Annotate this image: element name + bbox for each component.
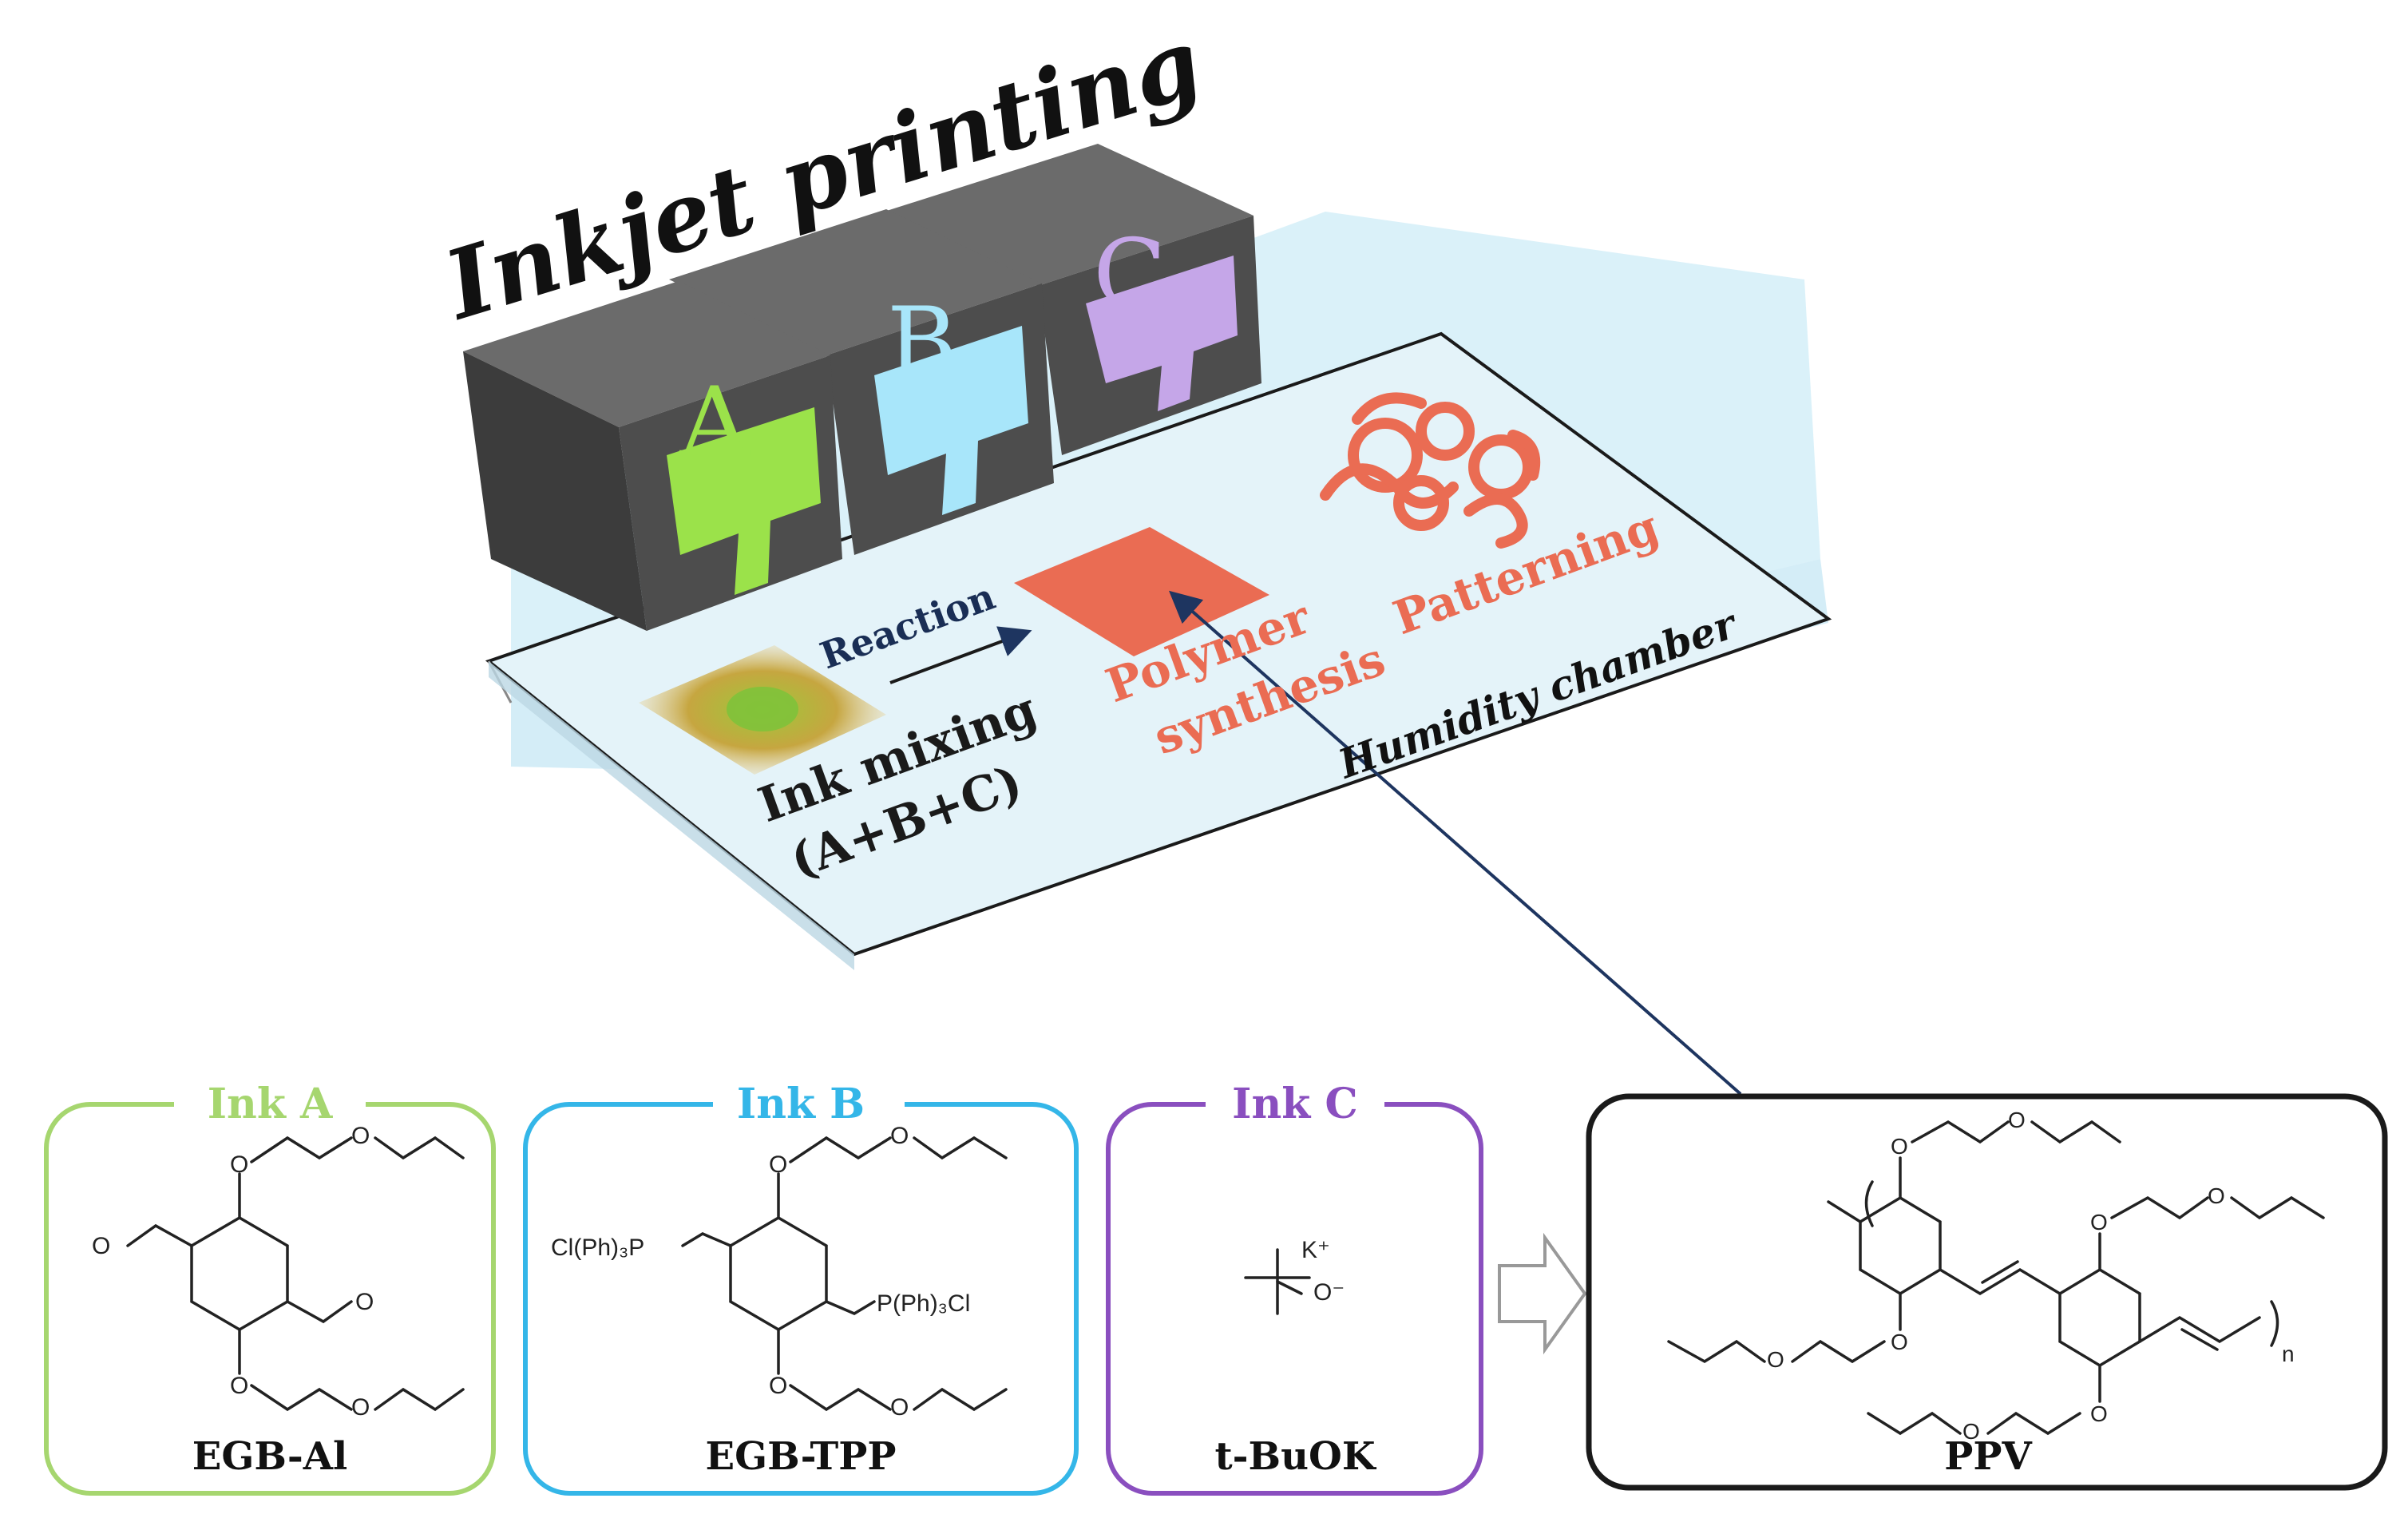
ink-a-title: Ink A xyxy=(208,1080,333,1128)
egb-tpp-o-bottom: O xyxy=(769,1373,787,1399)
t-buok-o-minus: O⁻ xyxy=(1313,1279,1345,1306)
reaction-arrow xyxy=(889,626,1032,684)
egb-tpp-structure: O O O O Cl(Ph)₃P P(Ph)₃Cl xyxy=(551,1123,1008,1421)
ink-b-title-gap xyxy=(713,1090,905,1122)
egb-al-o-bottom: O xyxy=(230,1373,248,1399)
printhead-a-nozzle xyxy=(667,407,821,595)
ppv-o-3: O xyxy=(1891,1330,1908,1354)
printhead-b xyxy=(669,209,1054,555)
ink-a-compound: EGB-Al xyxy=(192,1434,347,1479)
printhead-b-top xyxy=(669,209,1042,355)
egb-tpp-left-phosphonium: Cl(Ph)₃P xyxy=(551,1235,644,1261)
ink-b-compound: EGB-TPP xyxy=(706,1434,897,1479)
egb-al-ald-o-left: O xyxy=(92,1233,110,1259)
polymer-square xyxy=(1014,527,1269,656)
t-buok-structure: K⁺ O⁻ xyxy=(1244,1237,1345,1315)
ppv-panel: O O O O O O O O xyxy=(1586,1093,2388,1491)
ink-c-panel: Ink C K⁺ O⁻ t-BuOK xyxy=(1106,1080,1483,1496)
ink-b-panel: Ink B O O O O Cl(Ph)₃P P(Ph)₃Cl EGB-TPP xyxy=(523,1080,1079,1496)
ink-a-title-gap xyxy=(174,1090,366,1122)
ppv-structure: O O O O O O O O xyxy=(1667,1108,2325,1444)
patterning-ornament xyxy=(1320,392,1541,549)
printhead-a xyxy=(463,281,842,631)
ppv-compound: PPV xyxy=(1944,1434,2032,1479)
printhead-b-nozzle xyxy=(874,326,1028,515)
printhead-c-letter: C xyxy=(1093,220,1166,331)
mixing-core xyxy=(727,687,798,731)
egb-tpp-right-phosphonium: P(Ph)₃Cl xyxy=(877,1290,970,1317)
egb-al-structure: O O O O O O xyxy=(92,1123,465,1421)
ppv-o-1: O xyxy=(1891,1134,1908,1159)
ppv-frame xyxy=(1586,1093,2388,1491)
printhead-a-letter: A xyxy=(679,367,751,478)
ink-c-title: Ink C xyxy=(1232,1080,1358,1128)
egb-tpp-o-top: O xyxy=(769,1151,787,1178)
product-arrow xyxy=(1498,1232,1587,1355)
ppv-o-8: O xyxy=(1962,1419,1980,1444)
ink-c-compound: t-BuOK xyxy=(1214,1434,1376,1479)
egb-al-o-bottom-mid: O xyxy=(351,1394,370,1421)
t-buok-k-plus: K⁺ xyxy=(1301,1237,1330,1263)
ppv-o-6: O xyxy=(2208,1183,2225,1208)
egb-al-o-top-mid: O xyxy=(351,1123,370,1149)
egb-al-o-top: O xyxy=(230,1151,248,1178)
substrate-thickness xyxy=(489,661,854,970)
ink-mixing-droplet xyxy=(639,645,886,775)
ppv-o-2: O xyxy=(2008,1108,2026,1132)
egb-al-ald-o-right: O xyxy=(355,1289,374,1315)
ppv-o-4: O xyxy=(1767,1347,1784,1372)
ppv-o-7: O xyxy=(2090,1401,2108,1426)
printhead-a-side xyxy=(463,351,647,631)
egb-tpp-o-top-mid: O xyxy=(890,1123,909,1149)
ink-c-title-gap xyxy=(1206,1090,1384,1122)
ppv-o-5: O xyxy=(2090,1210,2108,1235)
ppv-subscript-n: n xyxy=(2282,1342,2295,1366)
printhead-c-nozzle xyxy=(1086,256,1238,411)
ink-b-title: Ink B xyxy=(737,1080,865,1128)
ppv-to-polymer-arrow xyxy=(1168,590,1742,1096)
printhead-b-letter: B xyxy=(887,287,957,398)
ink-a-panel: Ink A O O O O O O EGB-Al xyxy=(44,1080,496,1496)
printhead-a-top xyxy=(463,281,830,427)
egb-tpp-o-bottom-mid: O xyxy=(890,1394,909,1421)
